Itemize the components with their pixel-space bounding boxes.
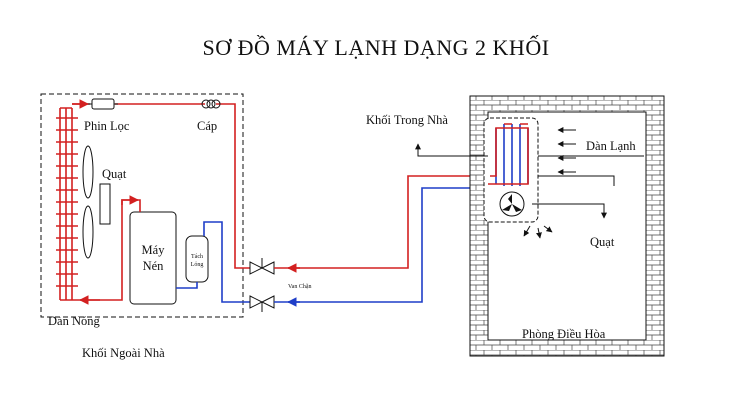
indoor-unit-label: Khối Trong Nhà [366, 113, 448, 127]
outdoor-fan-icon [82, 145, 111, 259]
outdoor-fan-label: Quạt [102, 167, 127, 181]
outdoor-unit-frame [40, 93, 244, 318]
indoor-fan-leader [532, 203, 607, 219]
filter-label: Phin Lọc [84, 119, 130, 133]
evaporator-leader-2 [538, 175, 615, 186]
evaporator-coil [488, 123, 529, 186]
compressor-label-1: Máy [142, 243, 166, 257]
gas-line-from-indoor [274, 187, 488, 303]
accumulator-label-1: Tách [191, 254, 203, 260]
outdoor-unit-label: Khối Ngoài Nhà [82, 346, 165, 360]
indoor-unit-frame [483, 117, 539, 223]
evaporator-label: Dàn Lạnh [586, 139, 636, 153]
indoor-unit-leader [415, 143, 488, 157]
room-label: Phòng Điều Hòa [522, 327, 606, 341]
capillary-tube-icon [201, 99, 221, 109]
service-valve-top [249, 258, 275, 275]
diagram-title: SƠ ĐỒ MÁY LẠNH DẠNG 2 KHỐI [202, 35, 549, 60]
room-wall [469, 95, 665, 357]
liquid-line-to-indoor [274, 175, 488, 269]
condenser-label: Dàn Nóng [48, 314, 100, 328]
compressor [129, 211, 177, 305]
service-valve-bottom [249, 295, 275, 312]
airflow-in-arrows [557, 127, 576, 175]
service-valve-label: Van Chặn [288, 284, 312, 290]
indoor-fan-icon [499, 191, 525, 217]
indoor-fan-label: Quạt [590, 235, 615, 249]
airflow-out-arrows [523, 225, 553, 239]
suction-line [176, 221, 252, 303]
condenser-coil [56, 107, 78, 301]
compressor-label-2: Nén [143, 259, 165, 273]
accumulator-label-2: Lỏng [191, 262, 204, 268]
filter-drier-icon [88, 98, 118, 110]
capillary-label: Cáp [197, 119, 217, 133]
